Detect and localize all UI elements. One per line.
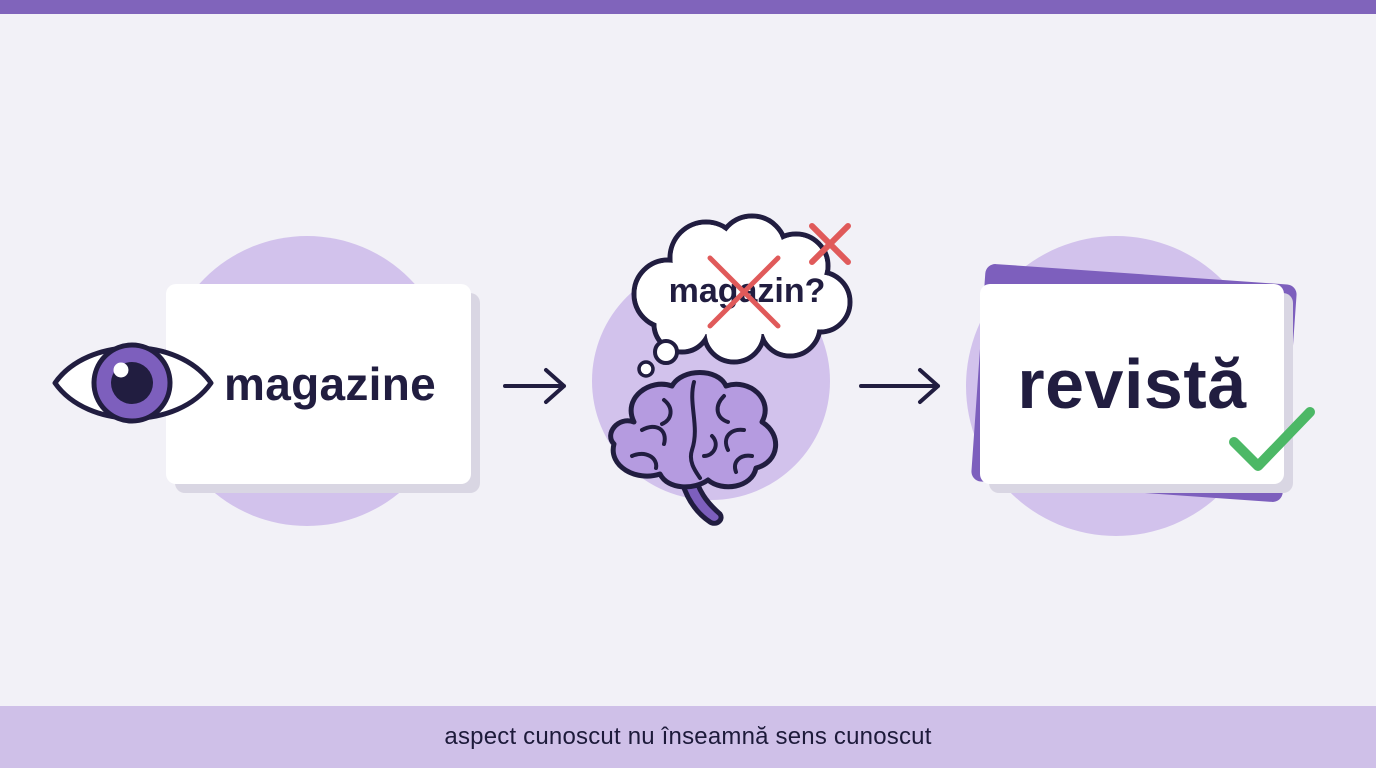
thought-cloud-icon — [631, 213, 853, 378]
arrow-right-icon — [859, 368, 940, 404]
arrow-right-icon — [503, 368, 566, 404]
cross-icon — [707, 255, 781, 329]
source-word-card: magazine — [166, 284, 471, 484]
eye-icon — [52, 342, 214, 424]
cross-icon — [809, 223, 851, 265]
brain-icon — [608, 370, 779, 526]
target-word-card: revistă — [980, 284, 1284, 484]
top-accent-bar — [0, 0, 1376, 14]
check-icon — [1229, 407, 1315, 471]
caption-text: aspect cunoscut nu înseamnă sens cunoscu… — [444, 723, 932, 750]
caption-band: aspect cunoscut nu înseamnă sens cunoscu… — [0, 706, 1376, 768]
source-word: magazine — [224, 358, 437, 410]
target-word: revistă — [1017, 345, 1247, 423]
